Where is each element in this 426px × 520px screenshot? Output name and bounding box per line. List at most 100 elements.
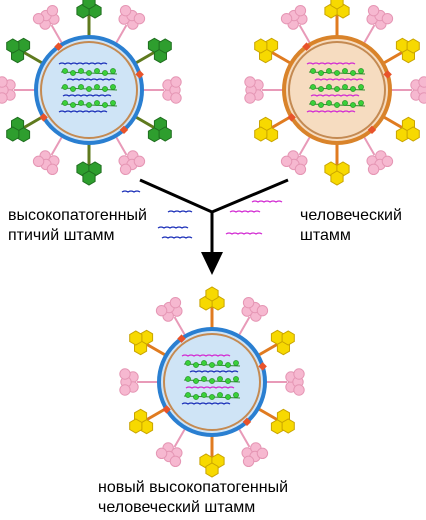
neuraminidase-stalk [50, 24, 64, 45]
neuraminidase-petal [119, 368, 131, 380]
nucleoprotein-bead [193, 378, 199, 384]
neuraminidase-stalk [173, 316, 187, 337]
neuraminidase-petal [367, 4, 380, 17]
avian-strain-label: высокопатогенный птичий штамм [8, 206, 147, 246]
neuraminidase-petal [293, 368, 305, 380]
nucleoprotein-bead [233, 376, 239, 382]
rna-segment [66, 78, 116, 81]
rna-segment [62, 94, 112, 97]
nucleoprotein-bead [358, 100, 364, 106]
rna-segment [314, 78, 364, 81]
nucleoprotein-bead [201, 376, 207, 382]
nucleoprotein-bead [102, 86, 108, 92]
neuraminidase-petal [46, 4, 59, 17]
hemagglutinin-stalk [271, 51, 292, 65]
nucleoprotein-bead [62, 100, 68, 106]
nucleoprotein-bead [110, 68, 116, 74]
ion-channel [367, 125, 377, 135]
human-strain-label-line1: человеческий [300, 207, 402, 224]
neuraminidase-stalk [362, 135, 376, 156]
nucleoprotein-bead [209, 394, 215, 400]
rna-segment [181, 402, 231, 405]
nucleoprotein-bead [185, 392, 191, 398]
neuraminidase-petal [256, 304, 269, 317]
hemagglutinin-lobe [406, 126, 420, 142]
hemagglutinin-lobe [254, 126, 268, 142]
neuraminidase-petal [418, 92, 426, 104]
hemagglutinin-lobe [158, 38, 172, 54]
nucleoprotein-bead [342, 68, 348, 74]
neuraminidase-petal [294, 163, 307, 176]
ion-channel [39, 113, 48, 122]
nucleoprotein-bead [201, 392, 207, 398]
ion-channel [162, 405, 171, 414]
new-strain-label: новый высокопатогенный человеческий штам… [98, 478, 288, 518]
hemagglutinin-stalk [382, 51, 403, 65]
nucleoprotein-bead [326, 100, 332, 106]
neuraminidase-petal [242, 296, 255, 309]
hemagglutinin-stalk [257, 343, 278, 357]
nucleoprotein-bead [193, 394, 199, 400]
nucleoprotein-bead [185, 360, 191, 366]
hemagglutinin-lobe [254, 38, 268, 54]
hemagglutinin-lobe [6, 38, 20, 54]
merge-lines [139, 178, 289, 214]
neuraminidase-petal [169, 455, 182, 468]
neuraminidase-petal [293, 384, 305, 396]
neuraminidase-stalk [237, 316, 251, 337]
nucleoprotein-bead [209, 378, 215, 384]
nucleoprotein-bead [358, 68, 364, 74]
nucleoprotein-bead [70, 102, 76, 108]
merge-arrow-icon [121, 178, 289, 275]
nucleoprotein-bead [102, 102, 108, 108]
new-strain-label-line1: новый высокопатогенный [98, 479, 289, 496]
neuraminidase-petal [32, 155, 45, 168]
nucleoprotein-bead [102, 70, 108, 76]
nucleoprotein-bead [217, 392, 223, 398]
nucleoprotein-bead [86, 70, 92, 76]
rna-segment [58, 62, 108, 65]
nucleoprotein-bead [350, 86, 356, 92]
neuraminidase-petal [418, 76, 426, 88]
nucleoprotein-bead [94, 100, 100, 106]
nucleoprotein-bead [209, 362, 215, 368]
rna-segment [306, 110, 356, 113]
rna-segment [306, 62, 356, 65]
nucleoprotein-bead [318, 102, 324, 108]
nucleoprotein-bead [334, 70, 340, 76]
hemagglutinin-lobe [82, 170, 96, 186]
nucleoprotein-bead [225, 394, 231, 400]
ion-channel [302, 42, 311, 51]
neuraminidase-stalk [114, 24, 128, 45]
neuraminidase-petal [367, 163, 380, 176]
nucleoprotein-bead [310, 68, 316, 74]
nucleoprotein-bead [201, 360, 207, 366]
neuraminidase-petal [155, 447, 168, 460]
nucleoprotein-bead [350, 102, 356, 108]
nucleoprotein-bead [62, 84, 68, 90]
ion-channel [54, 42, 63, 51]
rna-segment [161, 236, 193, 239]
neuraminidase-stalk [362, 24, 376, 45]
hemagglutinin-lobe [330, 170, 344, 186]
hemagglutinin-stalk [23, 115, 44, 129]
neuraminidase-petal [170, 92, 182, 104]
ion-channel [258, 362, 267, 371]
hemagglutinin-lobe [129, 418, 143, 434]
hemagglutinin-stalk [134, 115, 155, 129]
rna-segment [157, 226, 189, 229]
neuraminidase-petal [119, 384, 131, 396]
rna-segment [229, 210, 261, 213]
rna-segment [310, 94, 360, 97]
neuraminidase-petal [280, 155, 293, 168]
neuraminidase-petal [0, 92, 8, 104]
hemagglutinin-lobe [281, 330, 295, 346]
nucleoprotein-bead [225, 362, 231, 368]
nucleoprotein-bead [217, 360, 223, 366]
nucleoprotein-bead [78, 68, 84, 74]
neuraminidase-stalk [173, 427, 187, 448]
nucleoprotein-bead [326, 68, 332, 74]
avian-strain-virion-icon [0, 0, 182, 186]
